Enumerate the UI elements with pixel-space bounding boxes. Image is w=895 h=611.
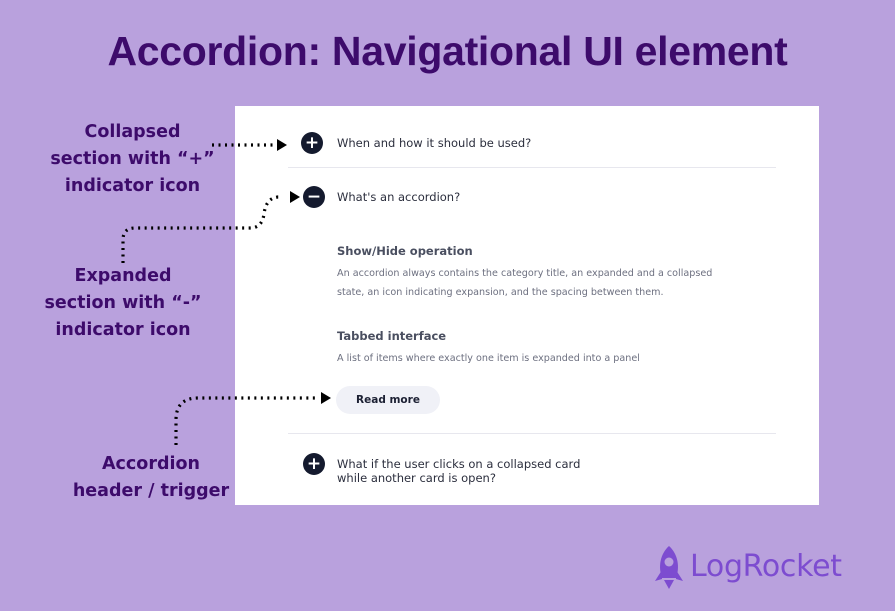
accordion-item-2-title[interactable]: What's an accordion? [337,190,461,204]
section-text: An accordion always contains the categor… [337,264,737,302]
section-text: A list of items where exactly one item i… [337,353,640,364]
arrowhead [321,392,331,404]
text-line: An accordion always contains the categor… [337,268,713,279]
section-heading: Show/Hide operation [337,244,473,258]
callout-line: header / trigger [72,481,230,501]
callout-line: indicator icon [64,176,201,196]
arrow-expanded [121,195,279,263]
plus-icon[interactable]: + [301,132,323,154]
divider [288,167,776,168]
read-more-button[interactable]: Read more [336,386,440,414]
logo-text: LogRocket [690,549,842,584]
accordion-item-3-title[interactable]: What if the user clicks on a collapsed c… [337,457,580,485]
text-line: state, an icon indicating expansion, and… [337,287,664,298]
callout-header: Accordion header / trigger [62,451,240,505]
callout-line: section with “-” [44,293,202,313]
callout-line: indicator icon [55,320,191,340]
title-line: What if the user clicks on a collapsed c… [337,457,581,471]
accordion-item-1-title[interactable]: When and how it should be used? [337,136,532,150]
logrocket-logo: LogRocket [652,543,874,593]
arrowhead [290,191,300,203]
callout-line: Collapsed [84,122,181,142]
section-heading: Tabbed interface [337,329,447,343]
rocket-icon [655,546,683,589]
arrowhead [277,139,287,151]
callout-line: Accordion [102,454,200,474]
arrow-header [174,396,316,445]
callout-expanded: Expanded section with “-” indicator icon [40,263,206,344]
page-title: Accordion: Navigational UI element [107,28,788,74]
divider [288,433,776,434]
callout-collapsed: Collapsed section with “+” indicator ico… [50,119,215,200]
title-line: while another card is open? [337,471,496,485]
callout-line: Expanded [74,266,172,286]
callout-line: section with “+” [50,149,215,169]
accordion-panel: + When and how it should be used? − What… [235,106,819,505]
minus-icon[interactable]: − [303,186,325,208]
plus-icon[interactable]: + [303,453,325,475]
